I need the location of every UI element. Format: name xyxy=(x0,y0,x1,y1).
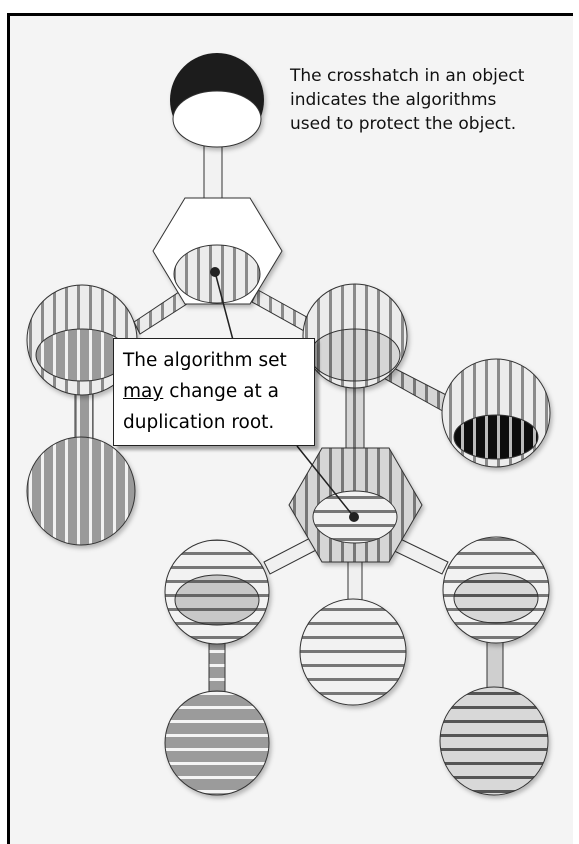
callout-line-1: The algorithm set xyxy=(123,350,287,371)
callout-line-2-rest: change at a xyxy=(163,381,279,402)
bottom-right-node xyxy=(439,686,549,796)
duplication-root-callout: The algorithm set may change at a duplic… xyxy=(113,338,315,446)
dup-right-node xyxy=(442,536,550,644)
callout-line-2: may change at a xyxy=(123,376,306,407)
bottom-left-node xyxy=(164,690,270,796)
callout-pointers xyxy=(210,267,359,522)
left-child-node xyxy=(26,436,136,546)
callout-emphasis: may xyxy=(123,381,164,402)
note-line-1: The crosshatch in an object xyxy=(290,66,525,86)
connector-root-to-hexagon xyxy=(203,144,223,201)
connector-hexagon-to-right-node xyxy=(251,289,313,333)
black-node xyxy=(441,358,551,468)
left-node xyxy=(26,284,138,396)
note-line-2: indicates the algorithms xyxy=(290,90,497,110)
callout-line-3: duplication root. xyxy=(123,412,275,433)
right-node xyxy=(302,283,408,389)
dup-middle-node xyxy=(299,598,407,706)
root-node xyxy=(170,53,264,148)
crosshatch-note: The crosshatch in an object indicates th… xyxy=(290,64,570,136)
dup-left-node xyxy=(164,539,270,645)
note-line-3: used to protect the object. xyxy=(290,114,517,134)
connectors xyxy=(74,144,504,694)
top-hexagon-node xyxy=(152,197,283,305)
connector-right-node-to-duplication-hexagon xyxy=(345,379,365,451)
